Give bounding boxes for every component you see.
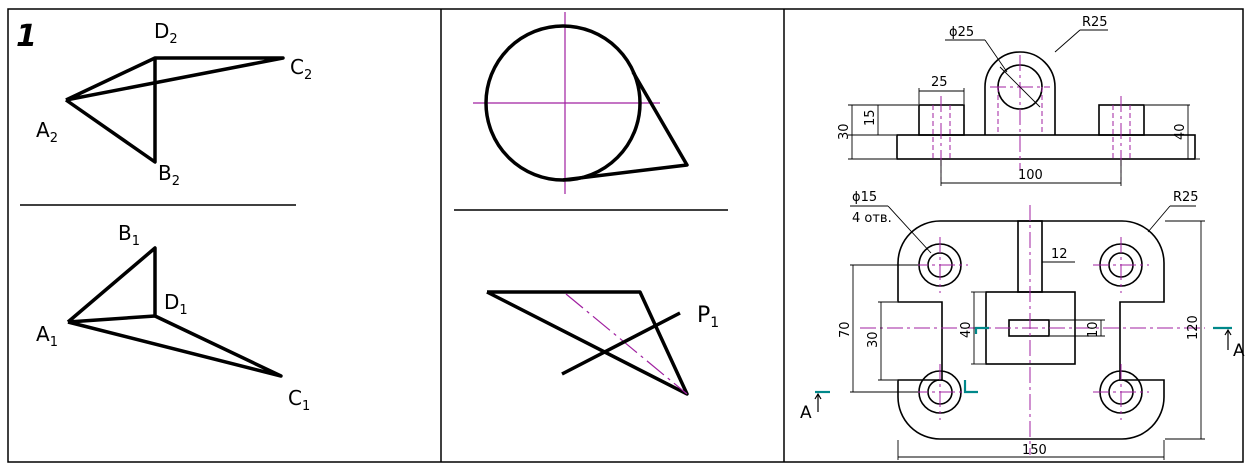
base-plate — [896, 134, 1196, 160]
plan-dim-text: ϕ15 4 отв. R25 12 70 30 40 10 120 150 A … — [800, 190, 1245, 458]
label-c1: C1 — [288, 386, 310, 414]
dim-total-height: 30 — [837, 123, 852, 140]
tangent-cone — [562, 71, 689, 182]
label-b2: B2 — [158, 161, 180, 189]
label-a2: A2 — [36, 118, 58, 146]
panel-1-epure: 1 A2 D2 C2 B2 A1 B1 D1 C1 — [16, 19, 312, 414]
panel-3-part-drawing: 25 ϕ25 R25 30 15 40 100 — [800, 15, 1245, 460]
section-markers — [815, 326, 1232, 394]
triangle-top-projection — [486, 290, 689, 396]
dim-slot-depth: 10 — [1086, 321, 1101, 338]
front-dimensions — [848, 29, 1200, 186]
top-projection — [66, 246, 283, 378]
plan-view: ϕ15 4 отв. R25 12 70 30 40 10 120 150 A … — [800, 190, 1245, 460]
dim-boss-height: 15 — [863, 109, 878, 126]
plan-centerlines — [860, 205, 1205, 455]
triangle-median-line — [565, 293, 688, 395]
dim-overall-width: 120 — [1186, 315, 1201, 340]
dim-hole-count: 4 отв. — [852, 211, 892, 226]
plane-trace-p1 — [561, 311, 681, 376]
label-p1: P1 — [697, 303, 719, 331]
front-view: 25 ϕ25 R25 30 15 40 100 — [837, 15, 1200, 186]
plan-dimensions — [850, 205, 1205, 460]
dim-boss-width: 25 — [931, 75, 948, 90]
front-dim-text: 25 ϕ25 R25 30 15 40 100 — [837, 15, 1188, 183]
label-d1: D1 — [164, 290, 188, 318]
dim-cutout-depth: 30 — [866, 331, 881, 348]
dim-overall-length: 150 — [1022, 443, 1047, 458]
dim-hole-spacing: 100 — [1018, 168, 1043, 183]
label-a1: A1 — [36, 322, 58, 350]
task-number: 1 — [16, 19, 37, 54]
dim-block-depth: 40 — [959, 321, 974, 338]
dim-ear-hole-dia: ϕ25 — [949, 25, 974, 40]
ear — [984, 51, 1056, 135]
front-projection — [64, 56, 285, 164]
section-letter-right: A — [1233, 341, 1245, 361]
label-c2: C2 — [290, 55, 312, 83]
section-arrows — [814, 328, 1232, 412]
dim-slot-width: 12 — [1051, 247, 1068, 262]
dim-corner-radius: R25 — [1173, 190, 1199, 205]
front-centerlines — [940, 55, 1122, 180]
dim-ear-height: 40 — [1173, 123, 1188, 140]
section-letter-left: A — [800, 403, 812, 423]
label-b1: B1 — [118, 221, 140, 249]
dim-overall-depth: 70 — [838, 321, 853, 338]
panel-2-epure: P1 — [454, 12, 728, 396]
dim-ear-radius: R25 — [1082, 15, 1108, 30]
plate-outline — [897, 220, 1165, 440]
label-d2: D2 — [154, 19, 178, 47]
dim-hole-dia: ϕ15 — [852, 190, 877, 205]
hidden-lines — [932, 87, 1131, 159]
outer-frame — [7, 8, 1244, 463]
